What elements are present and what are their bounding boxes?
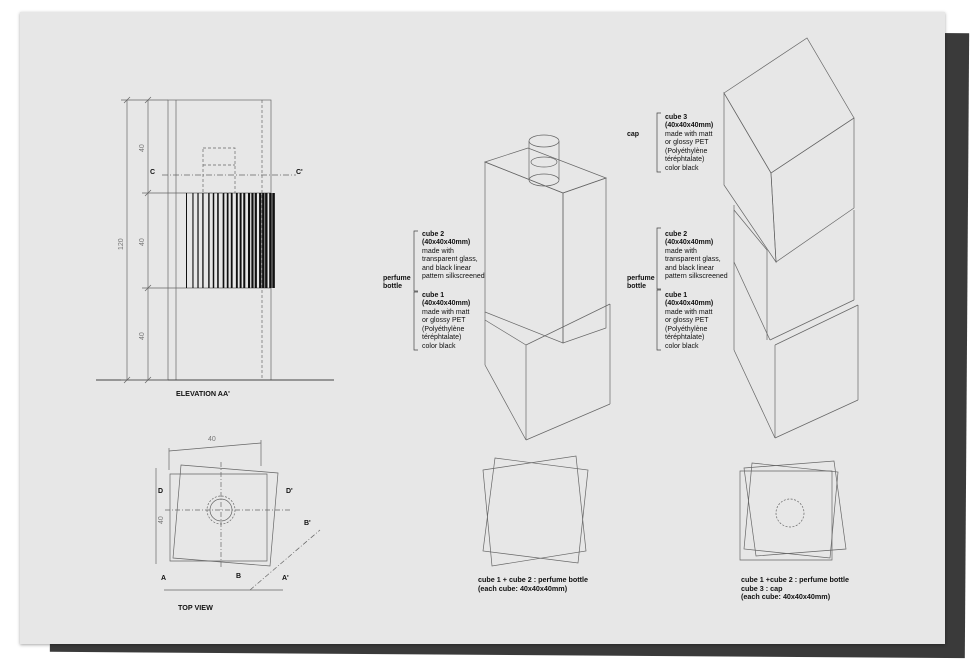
section-label-c: C	[150, 169, 156, 176]
dim-total-height: 120	[118, 238, 125, 250]
top-view	[155, 440, 321, 591]
elevation-view	[96, 96, 334, 384]
capped-group-label: perfume bottle	[627, 275, 655, 291]
pattern-stripe	[197, 193, 199, 288]
cube3-title: cube 3 (40x40x40mm)	[665, 114, 714, 130]
dim-top-width: 40	[208, 436, 216, 443]
top-view-title: TOP VIEW	[178, 603, 213, 612]
elevation-title: ELEVATION AA'	[176, 389, 230, 398]
cube2-title: cube 2 (40x40x40mm)	[422, 231, 471, 247]
cube2-right	[562, 177, 607, 344]
cube1-title: cube 1 (40x40x40mm)	[422, 292, 471, 308]
pattern-stripe	[192, 193, 194, 288]
cap-label: cap	[627, 131, 640, 138]
dim-top-depth: 40	[158, 516, 165, 524]
capped-top-square-b	[739, 470, 833, 561]
pattern-stripe	[239, 193, 242, 288]
capped-cube1-description: made with matt or glossy PET (Polyéthylè…	[665, 309, 713, 350]
capped-cube1-title: cube 1 (40x40x40mm)	[665, 292, 714, 308]
linear-pattern	[186, 193, 275, 288]
cube3-description: made with matt or glossy PET (Polyéthylè…	[665, 131, 713, 172]
bottle-neck-top	[528, 134, 560, 148]
pattern-stripe	[247, 193, 251, 288]
bottle-top-square-b	[482, 455, 587, 567]
bottle-caption: cube 1 + cube 2 : perfume bottle (each c…	[478, 575, 589, 593]
pattern-stripe	[222, 193, 225, 288]
pattern-stripe	[235, 193, 238, 288]
pattern-stripe	[254, 193, 257, 288]
pattern-stripe	[226, 193, 229, 288]
pattern-stripe	[186, 193, 187, 288]
pattern-stripe	[265, 193, 268, 288]
capped-top-square-a	[743, 460, 847, 557]
pattern-stripe	[262, 193, 265, 288]
label-d-prime: D'	[286, 488, 293, 495]
pattern-stripe	[269, 193, 272, 288]
label-brackets	[413, 112, 661, 351]
capped-isometric	[723, 37, 859, 439]
pattern-stripe	[202, 193, 204, 288]
pattern-stripe	[230, 193, 233, 288]
cube3-right	[770, 117, 855, 263]
dim-top-cube: 40	[139, 144, 146, 152]
bottle-isometric	[483, 134, 611, 441]
dim-middle-cube: 40	[139, 238, 146, 246]
top-view-cube-square	[169, 473, 268, 562]
label-b: B	[236, 573, 242, 580]
bottle-top-view	[482, 455, 589, 567]
dim-bottom-cube: 40	[139, 332, 146, 340]
cube3-left	[723, 91, 777, 264]
cube3-top	[723, 37, 855, 174]
capped-caption: cube 1 +cube 2 : perfume bottle cube 3 :…	[741, 575, 850, 602]
pattern-stripe	[243, 193, 246, 288]
pattern-stripe	[208, 193, 210, 288]
label-a: A	[161, 575, 167, 582]
drawing-sheet	[20, 12, 945, 644]
pattern-stripe	[251, 193, 254, 288]
label-b-prime: B'	[304, 520, 311, 527]
pattern-stripe	[272, 193, 275, 288]
label-a-prime: A'	[282, 575, 289, 582]
capped-cube2-description: made with transparent glass, and black l…	[665, 248, 728, 281]
pattern-stripe	[217, 193, 219, 288]
capped-cube2-title: cube 2 (40x40x40mm)	[665, 231, 714, 247]
pattern-stripe	[212, 193, 215, 288]
capped-top-view	[739, 460, 847, 561]
neck-hidden-line	[202, 147, 236, 194]
bottle-top-square-a	[482, 457, 589, 564]
bottle-group-label: perfume bottle	[383, 275, 411, 291]
cube2-description: made with transparent glass, and black l…	[422, 248, 485, 281]
cube1-description: made with matt or glossy PET (Polyéthylè…	[422, 309, 470, 350]
capped-top-square-c	[743, 462, 839, 559]
section-label-c-prime: C'	[296, 169, 303, 176]
label-d: D	[158, 488, 164, 495]
top-view-cube-rotated	[172, 464, 279, 567]
cube2-left	[484, 161, 564, 344]
pattern-stripe	[259, 193, 262, 288]
